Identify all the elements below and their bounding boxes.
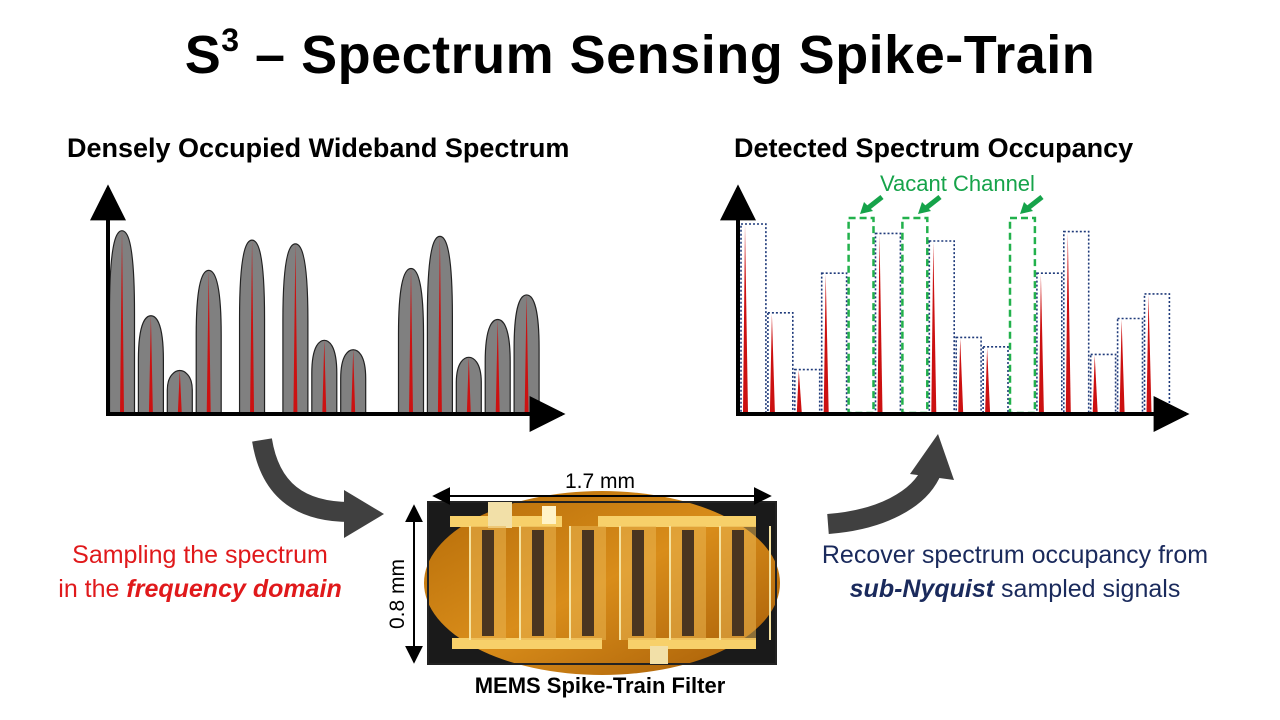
spectrum-spike (148, 315, 153, 414)
occupancy-bin (982, 346, 1009, 414)
spectrum-spike (437, 236, 442, 414)
left-chart-heading: Densely Occupied Wideband Spectrum (67, 133, 570, 163)
resonator-slot (482, 530, 494, 636)
vacant-channel-box (847, 216, 875, 415)
pointer-arrow (1026, 195, 1044, 210)
occupancy-spike (958, 338, 964, 413)
spectrum-spike (409, 268, 413, 414)
left-caption-line2: in the frequency domain (58, 575, 342, 603)
occupancy-spike (1119, 319, 1125, 413)
spectrum-spike (322, 340, 327, 414)
spectrum-spike (495, 319, 500, 414)
height-dimension-label: 0.8 mm (386, 559, 409, 630)
spectrum-spike (466, 357, 471, 414)
right-chart-heading: Detected Spectrum Occupancy (734, 133, 1134, 163)
vacant-channel-box (1008, 216, 1037, 415)
occupancy-bin (1089, 353, 1117, 414)
occupancy-bin (1116, 317, 1144, 414)
occupancy-spike (1065, 232, 1071, 413)
flow-arrow-left (252, 438, 384, 538)
occupancy-bin (1063, 230, 1090, 414)
occupancy-spike (769, 313, 775, 413)
left-caption: Sampling the spectrum in the frequency d… (30, 538, 370, 606)
spectrum-spike (293, 243, 298, 414)
pointer-arrow (924, 195, 942, 210)
occupancy-spike (1146, 294, 1152, 413)
occupancy-spike (985, 347, 991, 413)
right-caption: Recover spectrum occupancy from sub-Nyqu… (780, 538, 1250, 606)
width-dimension-label: 1.7 mm (564, 470, 635, 493)
occupancy-spike (796, 370, 802, 413)
slide-title: S3 – Spectrum Sensing Spike-Train (184, 22, 1096, 85)
spectrum-spike (177, 370, 182, 414)
pointer-arrow (866, 195, 884, 210)
occupancy-spike (1092, 355, 1098, 413)
spectrum-spike (120, 230, 124, 414)
occupancy-spike (823, 274, 829, 413)
spectrum-spike (206, 270, 211, 414)
pointer-arrowhead (1020, 202, 1033, 214)
pointer-arrowhead (860, 202, 873, 214)
left-caption-line1: Sampling the spectrum (72, 541, 328, 569)
spectrum-spike (250, 240, 255, 414)
frequency-domain-emphasis: frequency domain (126, 575, 342, 603)
pointer-arrowhead (918, 202, 931, 214)
occupancy-spike (877, 234, 883, 413)
right-occupancy-chart (740, 216, 1171, 415)
spectrum-spike (351, 349, 356, 414)
right-caption-line2: sub-Nyquist sampled signals (849, 575, 1181, 603)
resonator-slot (682, 530, 694, 636)
vacant-channel-box (901, 216, 929, 415)
occupancy-spike (1038, 274, 1044, 413)
vacant-pointer-arrows (860, 195, 1044, 214)
spectrum-spike (524, 294, 529, 414)
mems-filter-label: MEMS Spike-Train Filter (474, 673, 726, 698)
resonator-slot (532, 530, 544, 636)
resonator-slot (632, 530, 644, 636)
occupancy-spike (743, 225, 748, 413)
resonator-slot (732, 530, 744, 636)
right-caption-line1: Recover spectrum occupancy from (821, 541, 1209, 569)
resonator-slot (582, 530, 594, 636)
flow-arrow-right (827, 434, 954, 534)
sub-nyquist-emphasis: sub-Nyquist (849, 575, 995, 603)
left-spectrum-chart (108, 230, 540, 415)
vacant-channel-label: Vacant Channel (880, 171, 1035, 196)
occupancy-spike (931, 242, 937, 413)
mems-chip-image (424, 491, 780, 675)
occupancy-bin (740, 223, 767, 414)
